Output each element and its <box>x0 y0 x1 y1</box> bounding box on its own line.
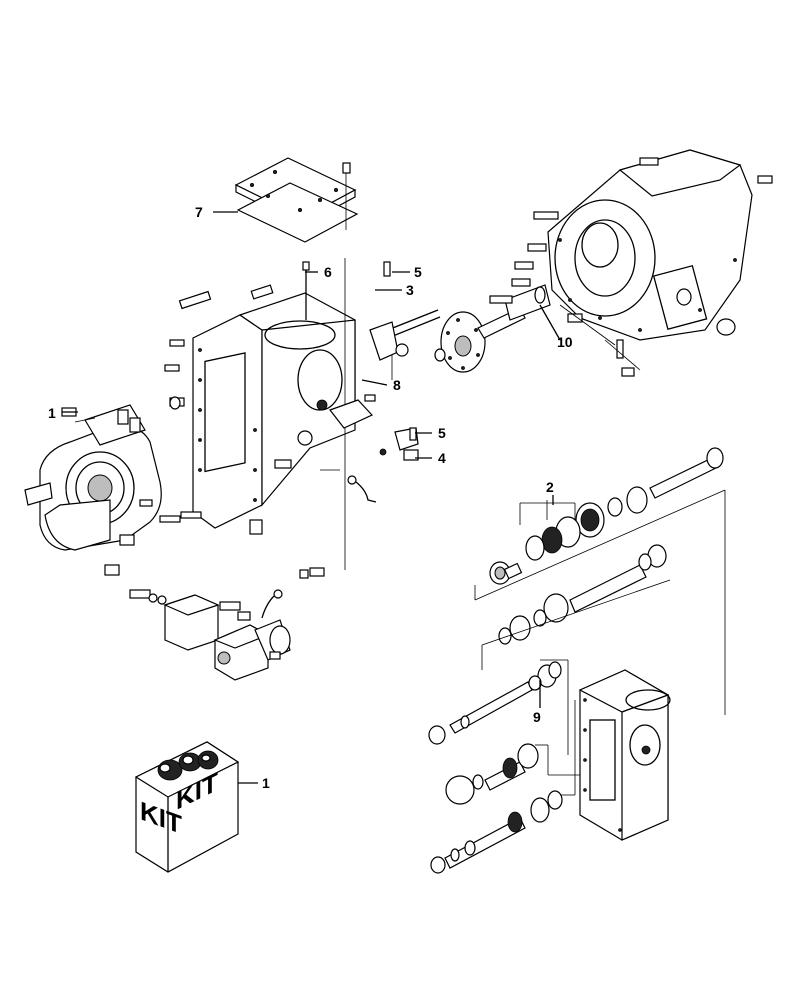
callout-8: 8 <box>393 377 401 393</box>
gearbox-housing <box>164 258 356 579</box>
callout-4: 4 <box>438 450 446 466</box>
kit-box: KIT KIT <box>134 741 240 873</box>
gear-shaft-assemblies <box>428 447 726 874</box>
callout-numbers: 7 6 5 3 8 5 4 10 2 9 1 1 <box>48 204 573 791</box>
callout-10: 10 <box>557 334 573 350</box>
shift-lever-parts <box>329 261 441 503</box>
valve-block <box>129 589 291 681</box>
cover-plate-assembly <box>234 157 359 243</box>
callout-6: 6 <box>324 264 332 280</box>
callout-2: 2 <box>546 479 554 495</box>
callout-5-lower: 5 <box>438 425 446 441</box>
callout-1-pump: 1 <box>48 405 56 421</box>
kit-contents-icon <box>157 750 219 781</box>
callout-5-upper: 5 <box>414 264 422 280</box>
callout-1: 1 <box>262 775 270 791</box>
callout-9: 9 <box>533 709 541 725</box>
lower-gearbox-housing <box>578 669 671 841</box>
bell-housing <box>489 149 773 377</box>
callout-leaders <box>62 211 561 784</box>
callout-3: 3 <box>406 282 414 298</box>
drive-flange <box>434 284 551 373</box>
callout-7: 7 <box>195 204 203 220</box>
hydraulic-pump <box>24 404 181 576</box>
